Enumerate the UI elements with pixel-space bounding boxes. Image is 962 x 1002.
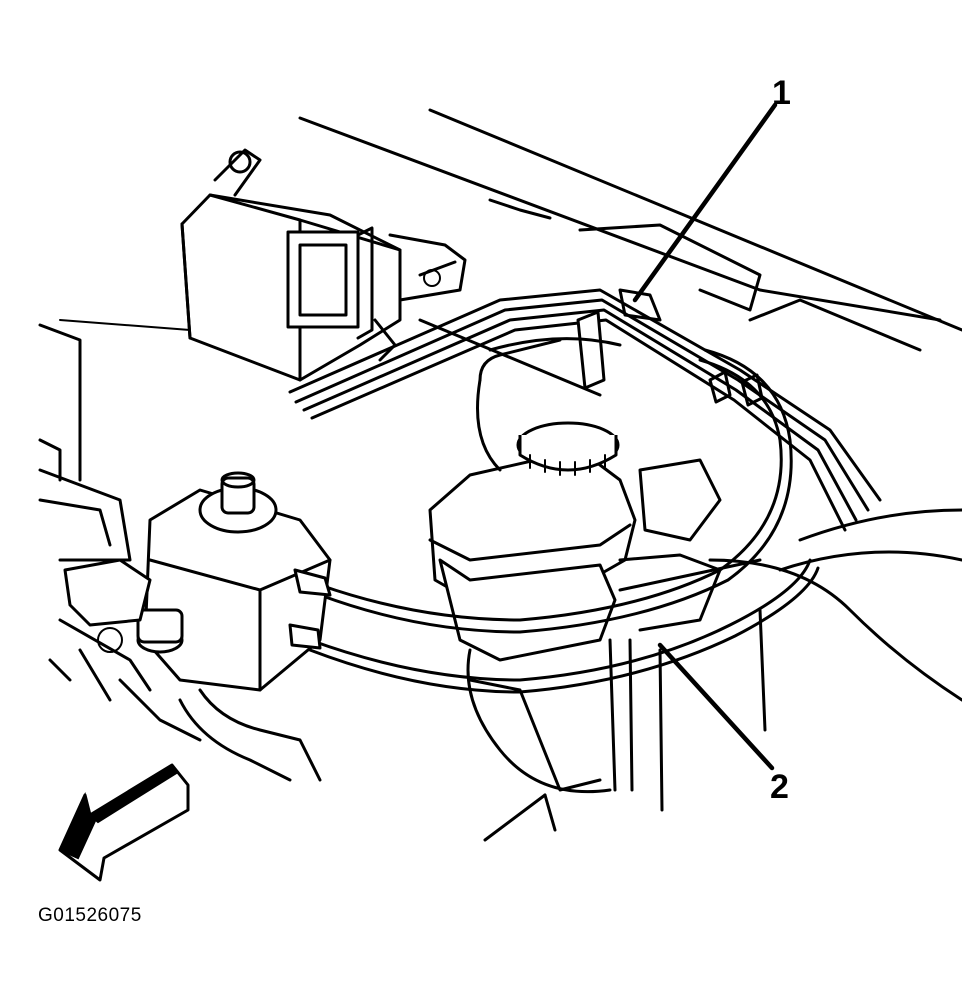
brake-line-loop bbox=[308, 338, 820, 694]
front-arrow-icon bbox=[58, 763, 190, 882]
brake-line-bundle bbox=[288, 223, 922, 532]
combination-valve bbox=[136, 471, 332, 782]
cowl-panel bbox=[38, 108, 962, 482]
lower-lines bbox=[483, 793, 557, 842]
callout-1-leader bbox=[632, 102, 778, 303]
callout-2-label: 2 bbox=[770, 768, 789, 806]
callout-2-leader bbox=[657, 642, 775, 771]
control-module bbox=[180, 148, 467, 382]
master-cylinder-body bbox=[466, 337, 962, 812]
figure-id: G01526075 bbox=[38, 905, 142, 926]
left-components bbox=[38, 438, 202, 742]
master-cylinder-reservoir bbox=[428, 421, 637, 662]
callout-1-label: 1 bbox=[772, 74, 791, 112]
